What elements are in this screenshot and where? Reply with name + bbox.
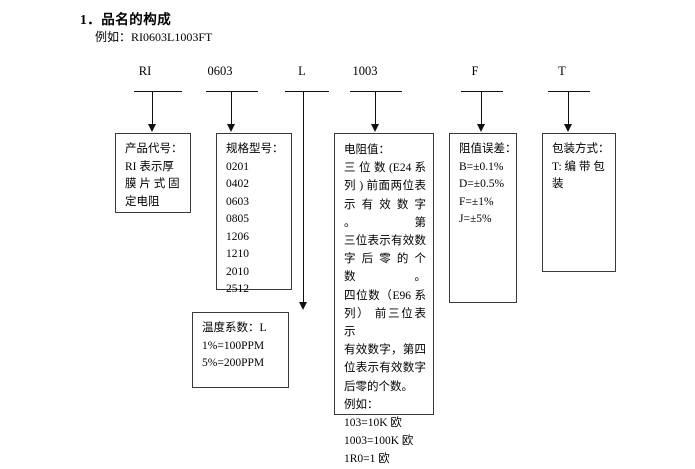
resistance-value-line: 有效数字，第四 [344, 344, 426, 357]
connector-bar-tolerance [461, 91, 503, 92]
segment-label-packaging: T [558, 64, 566, 78]
resistance-value-line: 三位表示有效数 [344, 235, 426, 248]
resistance-example: 1R0=1 欧 [344, 453, 390, 466]
size-code-value: 2512 [226, 283, 249, 295]
connector-bar-resistance [350, 91, 402, 92]
connector-stem-product-code [152, 92, 153, 126]
product-code-title: 产品代号： [125, 143, 183, 155]
example-line: 例如：RI0603L1003FT [95, 28, 212, 45]
box-packaging: 包装方式： T: 编 带 包 装 [542, 133, 616, 272]
temp-coefficient-line: 1%=100PPM [202, 339, 265, 352]
resistance-value-title: 电阻值： [344, 144, 390, 156]
size-code-value: 0603 [226, 195, 249, 208]
box-product-code: 产品代号： RI 表示厚 膜 片 式 固 定电阻 [115, 133, 191, 213]
arrow-head-tolerance [477, 124, 485, 132]
temp-coefficient-line: 5%=200PPM [202, 357, 265, 369]
temp-coefficient-title: 温度系数：L [202, 322, 267, 334]
connector-bar-temp-coeff [285, 91, 329, 92]
connector-stem-tolerance [481, 92, 482, 126]
size-code-value: 1206 [226, 230, 249, 243]
segment-label-temp-coeff: L [298, 64, 306, 78]
size-code-value: 0201 [226, 160, 249, 173]
arrow-head-size-code [227, 124, 235, 132]
product-code-line-2: 膜 片 式 固 [125, 178, 180, 190]
tolerance-line: D=±0.5% [459, 178, 505, 190]
resistance-example-label: 例如： [344, 398, 379, 411]
box-temp-coefficient: 温度系数：L 1%=100PPM 5%=200PPM [192, 312, 289, 388]
box-size-code: 规格型号： 0201 0402 0603 0805 1206 1210 2010… [216, 133, 292, 295]
connector-bar-size-code [206, 91, 258, 92]
resistance-value-line: 示 有 效 数 字 。 第 [344, 198, 426, 229]
section-heading: 品名的构成 [101, 12, 172, 27]
arrow-head-product-code [148, 124, 156, 132]
size-code-value: 1210 [226, 248, 249, 260]
tolerance-line: B=±0.1% [459, 160, 504, 173]
tolerance-line: J=±5% [459, 213, 492, 225]
resistance-value-line: 四位数（E96 系 [344, 289, 426, 302]
packaging-line: 装 [552, 178, 564, 190]
page-title: 1．品名的构成 [80, 8, 171, 28]
resistance-value-line: 位表示有效数字 [344, 362, 426, 375]
connector-bar-packaging [548, 91, 590, 92]
resistance-example: 1003=100K 欧 [344, 435, 414, 448]
resistance-value-line: 字 后 零 的 个 数 。 [344, 253, 426, 284]
arrow-head-temp-coeff [299, 302, 307, 310]
connector-stem-temp-coeff [303, 92, 304, 304]
arrow-head-packaging [564, 124, 572, 132]
connector-bar-product-code [134, 91, 182, 92]
example-code: RI0603L1003FT [131, 30, 213, 44]
size-code-title: 规格型号： [226, 143, 284, 155]
connector-stem-resistance [375, 92, 376, 126]
segment-label-product-code: RI [138, 64, 152, 78]
size-code-value: 0402 [226, 178, 249, 190]
size-code-value: 2010 [226, 265, 249, 278]
packaging-line: T: 编 带 包 [552, 160, 605, 173]
segment-label-tolerance: F [471, 64, 479, 78]
box-resistance-value: 电阻值： 三 位 数 (E24 系 列 ) 前面两位表 示 有 效 数 字 。 … [334, 133, 434, 465]
product-code-line-1: RI 表示厚 [125, 160, 174, 173]
connector-stem-packaging [568, 92, 569, 126]
product-code-line-3: 定电阻 [125, 195, 160, 208]
size-code-value: 0805 [226, 213, 249, 225]
resistance-value-line: 列 ) 前面两位表 [344, 180, 426, 193]
resistance-value-line: 三 位 数 (E24 系 [344, 162, 426, 175]
tolerance-line: F=±1% [459, 195, 494, 208]
packaging-title: 包装方式： [552, 143, 610, 155]
connector-stem-size-code [231, 92, 232, 126]
segment-label-resistance: 1003 [352, 64, 378, 78]
resistance-value-line: 后零的个数。 [344, 380, 413, 393]
example-label: 例如： [95, 30, 132, 44]
resistance-value-line: 列） 前三位表示 [344, 307, 426, 339]
box-tolerance: 阻值误差： B=±0.1% D=±0.5% F=±1% J=±5% [449, 133, 517, 303]
resistance-example: 103=10K 欧 [344, 417, 402, 430]
section-number: 1． [80, 12, 102, 27]
tolerance-title: 阻值误差： [459, 143, 517, 155]
arrow-head-resistance [371, 124, 379, 132]
segment-label-size-code: 0603 [207, 64, 233, 78]
